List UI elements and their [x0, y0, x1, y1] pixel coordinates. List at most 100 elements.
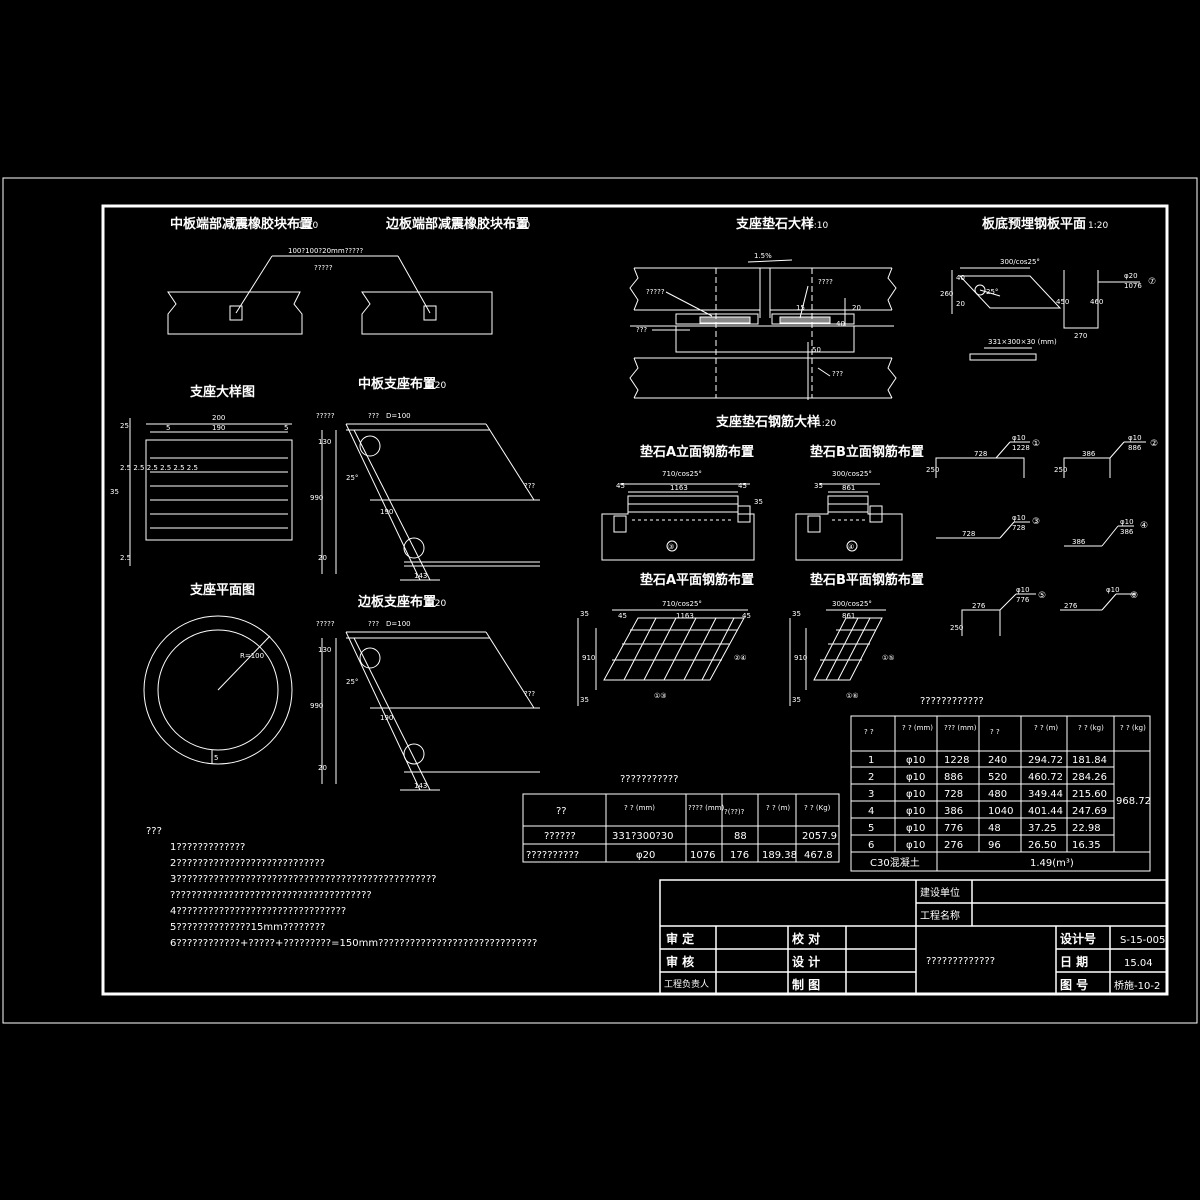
t2-h1: ? ? (mm) — [902, 724, 933, 732]
rebar5-dia: φ10 — [1016, 586, 1030, 594]
table-cell: φ10 — [906, 823, 925, 834]
rebar3-len: 728 — [1012, 524, 1025, 532]
tb-date-label: 日 期 — [1060, 954, 1088, 969]
sp-angle: 25° — [986, 288, 998, 296]
sb-q2: ??? — [368, 620, 379, 628]
table-cell: 215.60 — [1072, 789, 1107, 800]
mb-q3: ??? — [524, 482, 535, 490]
pad-dim-4: 50 — [812, 346, 821, 354]
ppA-35a: 35 — [580, 610, 589, 618]
bd-left: 2.5 2.5 2.5 2.5 2.5 2.5 — [120, 464, 198, 472]
inner-frame — [101, 204, 1169, 996]
tb-design-no: S-15-005 — [1120, 935, 1165, 946]
tb-review: 审 定 — [666, 931, 694, 946]
rebar2-h: 250 — [1054, 466, 1067, 474]
rubber-note-label: ????? — [314, 264, 333, 272]
paB-no: ④ — [848, 543, 854, 551]
rebar1-dim: 728 — [974, 450, 987, 458]
rebar1-dia: φ10 — [1012, 434, 1026, 442]
t1-r0c1: 331?300?30 — [612, 831, 674, 842]
sp-len: 1076 — [1124, 282, 1142, 290]
table-cell: 520 — [988, 772, 1007, 783]
rebar3-dim: 728 — [962, 530, 975, 538]
rebar2-len: 886 — [1128, 444, 1142, 452]
tb-check: 校 对 — [792, 931, 820, 946]
title-block-grid — [659, 879, 1168, 995]
rebar5-h: 250 — [950, 624, 963, 632]
rebar6-dia: φ10 — [1106, 586, 1120, 594]
table2-title: ???????????? — [920, 696, 984, 707]
paA-no: ③ — [668, 543, 674, 551]
bd-25: 25 — [120, 422, 129, 430]
rebar2-no: ② — [1150, 439, 1158, 449]
ppA-nr: ②④ — [734, 654, 747, 662]
pad-label-4: ??? — [832, 370, 843, 378]
title-side-rubber: 边板端部减震橡胶块布置 — [385, 216, 529, 232]
table-cell: 240 — [988, 755, 1007, 766]
t2-h5: ? ? (kg) — [1078, 724, 1104, 732]
rebar1-no: ① — [1032, 439, 1040, 449]
sp-dim2: 20 — [956, 300, 965, 308]
paA-45a: 45 — [616, 482, 625, 490]
padB-elev-drawing — [795, 483, 903, 561]
table2-header: ? ? ? ? (mm) ??? (mm) ? ? ? ? (m) ? ? (k… — [864, 724, 1146, 736]
title-mid-rubber: 中板端部减震橡胶块布置 — [170, 216, 313, 232]
table-cell: 2 — [868, 772, 874, 783]
title-side-rubber-scale: 1:20 — [510, 221, 530, 231]
title-mid-rubber-scale: 1:20 — [298, 221, 318, 231]
sb-990: 990 — [310, 702, 323, 710]
sp-c: φ20 — [1124, 272, 1138, 280]
table1-grid — [522, 793, 840, 863]
rebar-shapes-drawing — [935, 441, 1146, 636]
title-mid-bearing-scale: 1:20 — [426, 381, 446, 391]
t1-r1c3: 176 — [730, 850, 749, 861]
sp-dim1: 40 — [956, 274, 965, 282]
note-line: 6????????????+?????+?????????=150mm?????… — [170, 938, 537, 949]
title-padB-plan: 垫石B平面钢筋布置 — [810, 572, 924, 588]
rebar6-no: ⑥ — [1130, 591, 1138, 601]
table-cell: 1 — [868, 755, 874, 766]
tb-project-label: 工程名称 — [920, 909, 960, 922]
title-mid-bearing: 中板支座布置 — [358, 376, 436, 392]
rebar1-len: 1228 — [1012, 444, 1030, 452]
table-cell: 349.44 — [1028, 789, 1063, 800]
bp-5: 5 — [214, 754, 218, 762]
padA-plan-drawing — [577, 609, 748, 706]
tb-owner-label: 建设单位 — [920, 886, 960, 899]
tb-design: 设 计 — [792, 954, 820, 969]
t1-r1c5: 467.8 — [804, 850, 833, 861]
tb-design-no-label: 设计号 — [1060, 931, 1096, 946]
title-pad-stone-scale: 1:10 — [808, 221, 828, 231]
sb-143: 143 — [414, 782, 427, 790]
pad-label-3: ??? — [636, 326, 647, 334]
table-cell: φ10 — [906, 789, 925, 800]
table-cell: 22.98 — [1072, 823, 1101, 834]
rebar3-no: ③ — [1032, 517, 1040, 527]
title-padA-elev: 垫石A立面钢筋布置 — [640, 444, 754, 460]
t2-h6: ? ? (kg) — [1120, 724, 1146, 732]
table-cell: 26.50 — [1028, 840, 1057, 851]
paA-d: 1163 — [670, 484, 688, 492]
bearing-detail-drawing — [129, 418, 293, 566]
table-cell: 37.25 — [1028, 823, 1057, 834]
t1-h3: ?(??)? — [724, 808, 745, 816]
mb-20: 20 — [318, 554, 327, 562]
table-cell: φ10 — [906, 755, 925, 766]
table-cell: 5 — [868, 823, 874, 834]
note-line: 1????????????? — [170, 842, 245, 853]
pad-label-2: ???? — [818, 278, 833, 286]
tb-leader: 工程负责人 — [664, 978, 709, 990]
t1-r0c3: 88 — [734, 831, 747, 842]
ppA-910: 910 — [582, 654, 595, 662]
tb-drawing-name: ????????????? — [926, 956, 995, 967]
rebar4-len: 386 — [1120, 528, 1134, 536]
table2-grid — [850, 715, 1151, 872]
sb-190: 190 — [380, 714, 393, 722]
paA-35: 35 — [754, 498, 763, 506]
ppA-45: 45 — [618, 612, 627, 620]
table-cell: 776 — [944, 823, 963, 834]
